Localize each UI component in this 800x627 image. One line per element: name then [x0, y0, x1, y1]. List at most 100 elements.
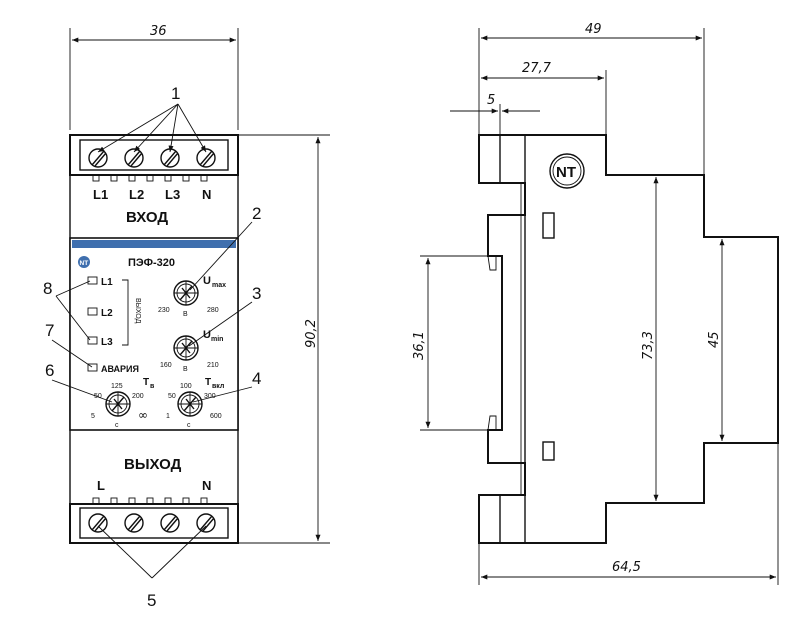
dimension-5: 5 [450, 93, 540, 135]
knob-tvkl-tick: 600 [210, 413, 222, 420]
led-indicator [87, 307, 98, 316]
svg-text:3: 3 [252, 284, 261, 303]
knob-umax-unit: В [183, 311, 188, 318]
svg-text:2: 2 [252, 204, 261, 223]
screw-icon [160, 513, 180, 533]
callout-4: 4 [192, 369, 261, 403]
knob-tvkl-tick: 1 [166, 413, 170, 420]
dimension-73-3: 73,3 [641, 177, 659, 501]
knob-tv-sub: в [150, 383, 155, 390]
svg-text:7: 7 [45, 321, 54, 340]
terminal-label-n-bottom: N [202, 478, 211, 493]
knob-umin-min: 160 [160, 362, 172, 369]
knob-tv-unit: с [115, 422, 119, 429]
terminal-label-l2: L2 [129, 187, 144, 202]
bottom-screw-terminals [88, 513, 216, 533]
nt-logo-icon: NT [78, 256, 90, 268]
callout-2: 2 [189, 204, 261, 291]
rail-clip-top [487, 255, 497, 271]
svg-text:45: 45 [707, 331, 722, 348]
knob-umin-unit: В [183, 366, 188, 373]
alarm-led [87, 363, 98, 372]
knob-umax[interactable] [173, 280, 199, 306]
terminal-label-l3: L3 [165, 187, 180, 202]
indicator-label-l2: L2 [101, 308, 113, 319]
svg-text:8: 8 [43, 279, 52, 298]
side-housing [478, 134, 779, 544]
dimension-label: 90,2 [304, 319, 319, 348]
svg-text:1: 1 [171, 84, 180, 103]
svg-text:4: 4 [252, 369, 261, 388]
knob-tv-tick: 125 [111, 383, 123, 390]
svg-text:49: 49 [585, 22, 602, 37]
dimension-36-1: 36,1 [412, 255, 502, 431]
knob-tv-tick: 5 [91, 413, 95, 420]
dimension-27-7: 27,7 [481, 61, 607, 135]
knob-tvkl-tick: 100 [180, 383, 192, 390]
svg-text:73,3: 73,3 [641, 331, 656, 360]
side-view: 49 27,7 5 NT [412, 22, 779, 585]
knob-umax-sub: max [212, 282, 226, 289]
alarm-label: АВАРИЯ [101, 364, 139, 374]
dimension-width-36: 36 [69, 24, 239, 130]
side-slot-bottom [542, 441, 555, 461]
input-label: ВХОД [126, 209, 168, 226]
indicator-label-l1: L1 [101, 277, 113, 288]
svg-text:5: 5 [487, 93, 495, 108]
dimension-45: 45 [707, 239, 725, 441]
terminal-label-l: L [97, 478, 105, 493]
knob-umin-max: 210 [207, 362, 219, 369]
svg-text:64,5: 64,5 [612, 560, 641, 575]
screw-icon [196, 148, 216, 168]
svg-text:NT: NT [80, 260, 89, 267]
callout-3: 3 [188, 284, 261, 347]
callout-6: 6 [45, 361, 113, 403]
knob-umin[interactable] [173, 335, 199, 361]
nt-logo-side-icon: NT [549, 153, 585, 189]
knob-tvkl[interactable] [177, 391, 203, 417]
led-indicator [87, 276, 98, 285]
knob-tv-tick: ∞ [138, 408, 148, 422]
dimension-height-90-2: 90,2 [238, 134, 330, 544]
outputs-bracket [122, 279, 129, 346]
callout-8: 8 [43, 279, 91, 341]
output-label: ВЫХОД [124, 456, 182, 473]
model-label: ПЭФ-320 [128, 257, 175, 269]
rail-clip-bottom [487, 415, 497, 431]
knob-tv[interactable] [105, 391, 131, 417]
screw-icon [124, 513, 144, 533]
knob-umin-sub: min [211, 336, 223, 343]
terminal-label-n: N [202, 187, 211, 202]
screw-icon [88, 513, 108, 533]
knob-umin-label: U [203, 329, 211, 341]
knob-tvkl-unit: с [187, 422, 191, 429]
screw-icon [196, 513, 216, 533]
callout-1: 1 [97, 84, 207, 153]
terminal-label-l1: L1 [93, 187, 108, 202]
knob-tvkl-tick: 50 [168, 393, 176, 400]
dimension-label: 36 [150, 24, 167, 39]
front-view: 36 90,2 L1 L2 L3 N ВХОД [43, 24, 330, 610]
callout-5: 5 [97, 525, 207, 610]
knob-umax-max: 280 [207, 307, 219, 314]
bottom-terminal-block [69, 503, 239, 544]
indicator-label-l3: L3 [101, 337, 113, 348]
knob-tvkl-sub: вкл [212, 383, 224, 390]
dimension-64-5: 64,5 [478, 443, 779, 585]
outputs-caption: ВЫХОД [134, 298, 141, 324]
svg-text:36,1: 36,1 [412, 331, 427, 360]
side-slot-top [542, 212, 555, 239]
svg-text:NT: NT [556, 164, 576, 181]
led-indicator [87, 336, 98, 345]
svg-text:6: 6 [45, 361, 54, 380]
knob-tvkl-label: T [205, 377, 211, 388]
knob-tv-tick: 200 [132, 393, 144, 400]
knob-umax-min: 230 [158, 307, 170, 314]
knob-tv-label: T [143, 377, 149, 388]
callout-7: 7 [45, 321, 93, 368]
svg-text:5: 5 [147, 591, 156, 610]
panel-top-stripe [72, 240, 236, 248]
dimension-49: 49 [478, 22, 705, 175]
knob-tvkl-tick: 300 [204, 393, 216, 400]
